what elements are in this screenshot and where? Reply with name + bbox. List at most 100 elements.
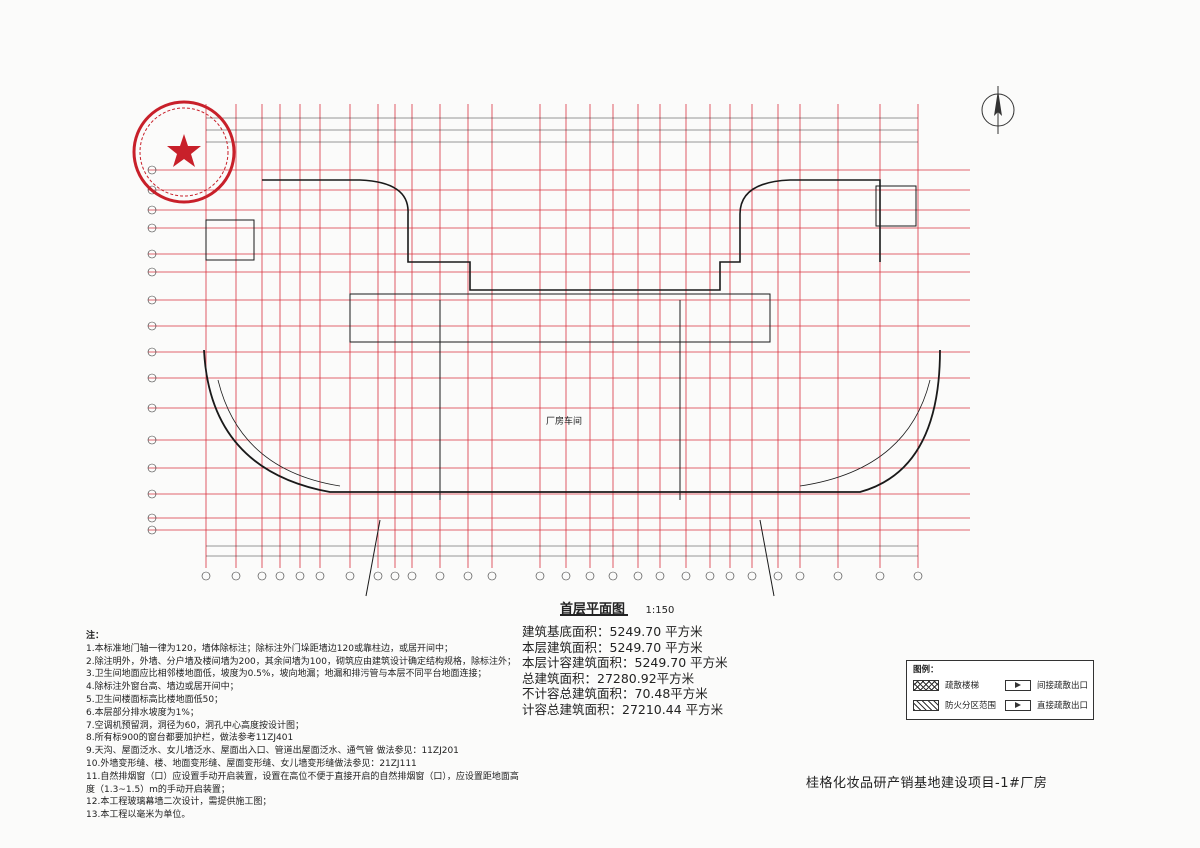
legend-label: 疏散楼梯 (945, 681, 980, 691)
note-item: 8.所有标900的窗台都要加护栏，做法参考11ZJ401 (86, 733, 294, 744)
dimension-lines (206, 117, 918, 557)
grid-axis-bubble (147, 205, 157, 215)
grid-axis-bubble (655, 571, 665, 581)
stair-core-west (205, 219, 255, 261)
arrow-icon (1005, 679, 1031, 691)
diagonal-hatch-icon (913, 699, 939, 711)
project-name: 桂格化妆品研产销基地建设项目-1#厂房 (806, 776, 1048, 791)
legend-item: 防火分区范围 (913, 699, 996, 711)
note-item: 11.自然排烟窗（口）应设置手动开启装置，设置在高位不便于直接开启的自然排烟窗（… (86, 771, 519, 795)
grid-axis-bubble (373, 571, 383, 581)
arrow-icon (1005, 699, 1031, 711)
grid-axis-bubble (295, 571, 305, 581)
facade-inner-line (799, 379, 931, 487)
hall-label: 厂房车间 (546, 417, 583, 427)
legend-title: 图例： (913, 665, 939, 675)
grid-axis-bubble (535, 571, 545, 581)
grid-axis-bubble (147, 403, 157, 413)
grid-axis-bubble (147, 435, 157, 445)
legend-label: 直接疏散出口 (1037, 701, 1089, 711)
note-item: 7.空调机预留洞，洞径为60，洞孔中心高度按设计图； (86, 720, 305, 731)
note-item: 2.除注明外，外墙、分户墙及楼间墙为200，其余间墙为100，砌筑应由建筑设计确… (86, 656, 516, 667)
note-item: 4.除标注外窗台高、墙边或居开间中； (86, 682, 239, 693)
title-underline (560, 614, 628, 616)
note-item: 5.卫生间楼面标高比楼地面低50； (86, 694, 224, 705)
grid-axis-bubble (147, 373, 157, 383)
grid-axis-bubble (390, 571, 400, 581)
grid-axis-bubble (257, 571, 267, 581)
ramp-line (365, 519, 381, 597)
area-line: 计容总建筑面积：27210.44 平方米 (522, 701, 724, 717)
drawing-scale: 1:150 (645, 605, 675, 616)
grid-axis-bubble (561, 571, 571, 581)
notes-heading: 注： (86, 631, 105, 641)
grid-axis-bubble (231, 571, 241, 581)
structural-grid (147, 104, 970, 581)
general-notes: 注： 1.本标准地门轴一律为120，墙体除标注；除标注外门垛距墙边120或靠柱边… (86, 630, 526, 822)
grid-axis-bubble (913, 571, 923, 581)
grid-axis-bubble (147, 513, 157, 523)
area-line: 建筑基底面积：5249.70 平方米 (522, 624, 703, 639)
grid-axis-bubble (147, 321, 157, 331)
legend-item: 间接疏散出口 (1005, 679, 1088, 691)
grid-axis-bubble (315, 571, 325, 581)
note-item: 10.外墙变形缝、楼、地面变形缝、屋面变形缝、女儿墙变形缝做法参见：21ZJ11… (86, 758, 417, 769)
grid-axis-bubble (633, 571, 643, 581)
area-line: 总建筑面积：27280.92平方米 (522, 670, 695, 686)
grid-axis-bubble (608, 571, 618, 581)
drawing-title-text: 首层平面图 (560, 602, 626, 617)
curved-facade-wall (203, 349, 941, 493)
grid-axis-bubble (875, 571, 885, 581)
crosshatch-icon (913, 679, 939, 691)
grid-axis-bubble (147, 347, 157, 357)
grid-axis-bubble (147, 267, 157, 277)
grid-axis-bubble (705, 571, 715, 581)
legend-item: 直接疏散出口 (1005, 699, 1088, 711)
stair-core-east (875, 185, 917, 227)
legend-label: 防火分区范围 (945, 701, 997, 711)
company-seal-stamp (132, 100, 236, 204)
note-item: 12.本工程玻璃幕墙二次设计，需提供施工图； (86, 797, 272, 808)
grid-axis-bubble (147, 489, 157, 499)
legend-item: 疏散楼梯 (913, 679, 979, 691)
area-line: 本层建筑面积：5249.70 平方米 (522, 639, 703, 655)
exterior-wall (262, 179, 881, 291)
core-zone (349, 293, 771, 343)
facade-inner-line (217, 379, 341, 487)
grid-axis-bubble (345, 571, 355, 581)
grid-axis-bubble (463, 571, 473, 581)
grid-axis-bubble (435, 571, 445, 581)
note-item: 6.本层部分排水坡度为1%； (86, 707, 199, 718)
ramp-line (759, 519, 775, 597)
grid-axis-bubble (147, 249, 157, 259)
grid-axis-bubble (147, 165, 157, 175)
grid-axis-bubble (747, 571, 757, 581)
building-outline (203, 179, 941, 597)
legend-box: 图例： 疏散楼梯 间接疏散出口 防火分区范围 直接疏散出口 (906, 660, 1094, 720)
grid-axis-bubble (147, 185, 157, 195)
grid-axis-bubble (681, 571, 691, 581)
grid-axis-bubble (147, 295, 157, 305)
note-item: 9.天沟、屋面泛水、女儿墙泛水、屋面出入口、管道出屋面泛水、通气管 做法参见：1… (86, 746, 459, 757)
grid-axis-bubble (201, 571, 211, 581)
area-summary: 建筑基底面积：5249.70 平方米 本层建筑面积：5249.70 平方米 本层… (522, 624, 728, 717)
grid-axis-bubble (147, 463, 157, 473)
note-item: 3.卫生间地面应比相邻楼地面低，坡度为0.5%，坡向地漏；地漏和排污管与本层不同… (86, 669, 487, 680)
note-item: 1.本标准地门轴一律为120，墙体除标注；除标注外门垛距墙边120或靠柱边，或居… (86, 643, 453, 654)
grid-axis-bubble (147, 223, 157, 233)
north-arrow-icon (981, 86, 1015, 134)
legend-label: 间接疏散出口 (1037, 681, 1089, 691)
grid-axis-bubble (795, 571, 805, 581)
drawing-title: 首层平面图 1:150 (560, 598, 674, 617)
area-line: 不计容总建筑面积：70.48平方米 (522, 686, 708, 701)
grid-axis-bubble (487, 571, 497, 581)
area-line: 本层计容建筑面积：5249.70 平方米 (522, 655, 728, 670)
note-item: 13.本工程以毫米为单位。 (86, 810, 191, 821)
grid-axis-bubble (147, 525, 157, 535)
grid-axis-bubble (275, 571, 285, 581)
grid-axis-bubble (833, 571, 843, 581)
grid-axis-bubble (585, 571, 595, 581)
grid-axis-bubble (773, 571, 783, 581)
grid-axis-bubble (407, 571, 417, 581)
